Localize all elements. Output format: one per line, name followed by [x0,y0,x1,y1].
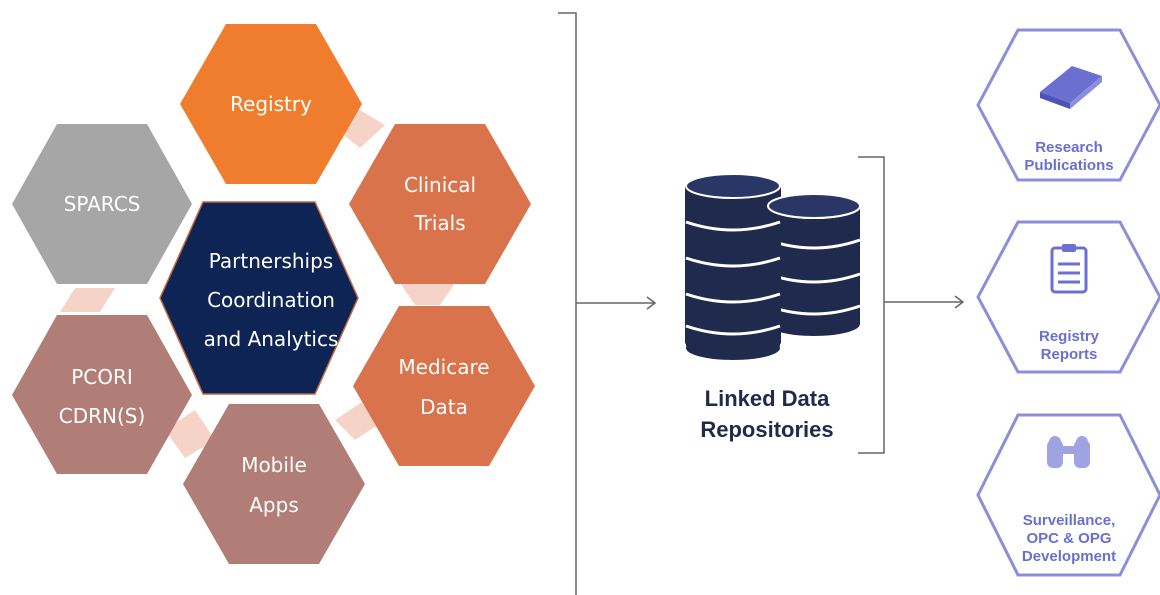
hex-clinical-label-1: Clinical [404,173,476,197]
output-surveillance-label-2: OPC & OPG [1026,530,1111,547]
hex-medicare-label-1: Medicare [398,355,489,379]
output-surveillance-label-1: Surveillance, [1023,512,1116,529]
hex-pcori-label-2: CDRN(S) [59,404,146,428]
hex-medicare: Medicare Data [353,306,535,466]
output-registry-label-1: Registry [1039,328,1100,345]
hex-pcori-label-1: PCORI [71,365,133,389]
hex-center: Partnerships Coordination and Analytics [159,201,359,395]
hex-registry-label: Registry [230,92,312,116]
output-registry-reports: Registry Reports [976,220,1160,374]
hex-center-label-1: Partnerships [209,249,333,273]
book-icon [1040,66,1102,109]
hex-mobile-label-1: Mobile [241,453,307,477]
hex-mobile: Mobile Apps [183,404,365,564]
repository-label-1: Linked Data [705,386,830,411]
output-research: Research Publications [976,28,1160,182]
hex-pcori: PCORI CDRN(S) [12,315,192,474]
output-surveillance-label-3: Development [1022,548,1116,565]
hex-clinical-trials: Clinical Trials [349,124,531,284]
database-icon [683,173,861,363]
binoculars-icon [1047,436,1090,468]
hex-center-label-3: and Analytics [204,327,339,351]
right-bracket [858,156,965,454]
left-bracket [558,12,657,595]
hex-medicare-label-2: Data [420,395,468,419]
output-research-label-1: Research [1035,139,1103,156]
hex-center-label-2: Coordination [207,288,335,312]
repository-label-2: Repositories [700,417,833,442]
hex-registry: Registry [180,24,362,184]
output-registry-label-2: Reports [1041,346,1098,363]
hex-sparcs-label: SPARCS [64,192,141,216]
output-surveillance: Surveillance, OPC & OPG Development [976,413,1160,577]
hex-sparcs: SPARCS [12,124,192,284]
output-research-label-2: Publications [1024,157,1113,174]
hex-clinical-label-2: Trials [413,211,465,235]
hex-mobile-label-2: Apps [249,493,299,517]
clipboard-icon [1050,244,1088,294]
